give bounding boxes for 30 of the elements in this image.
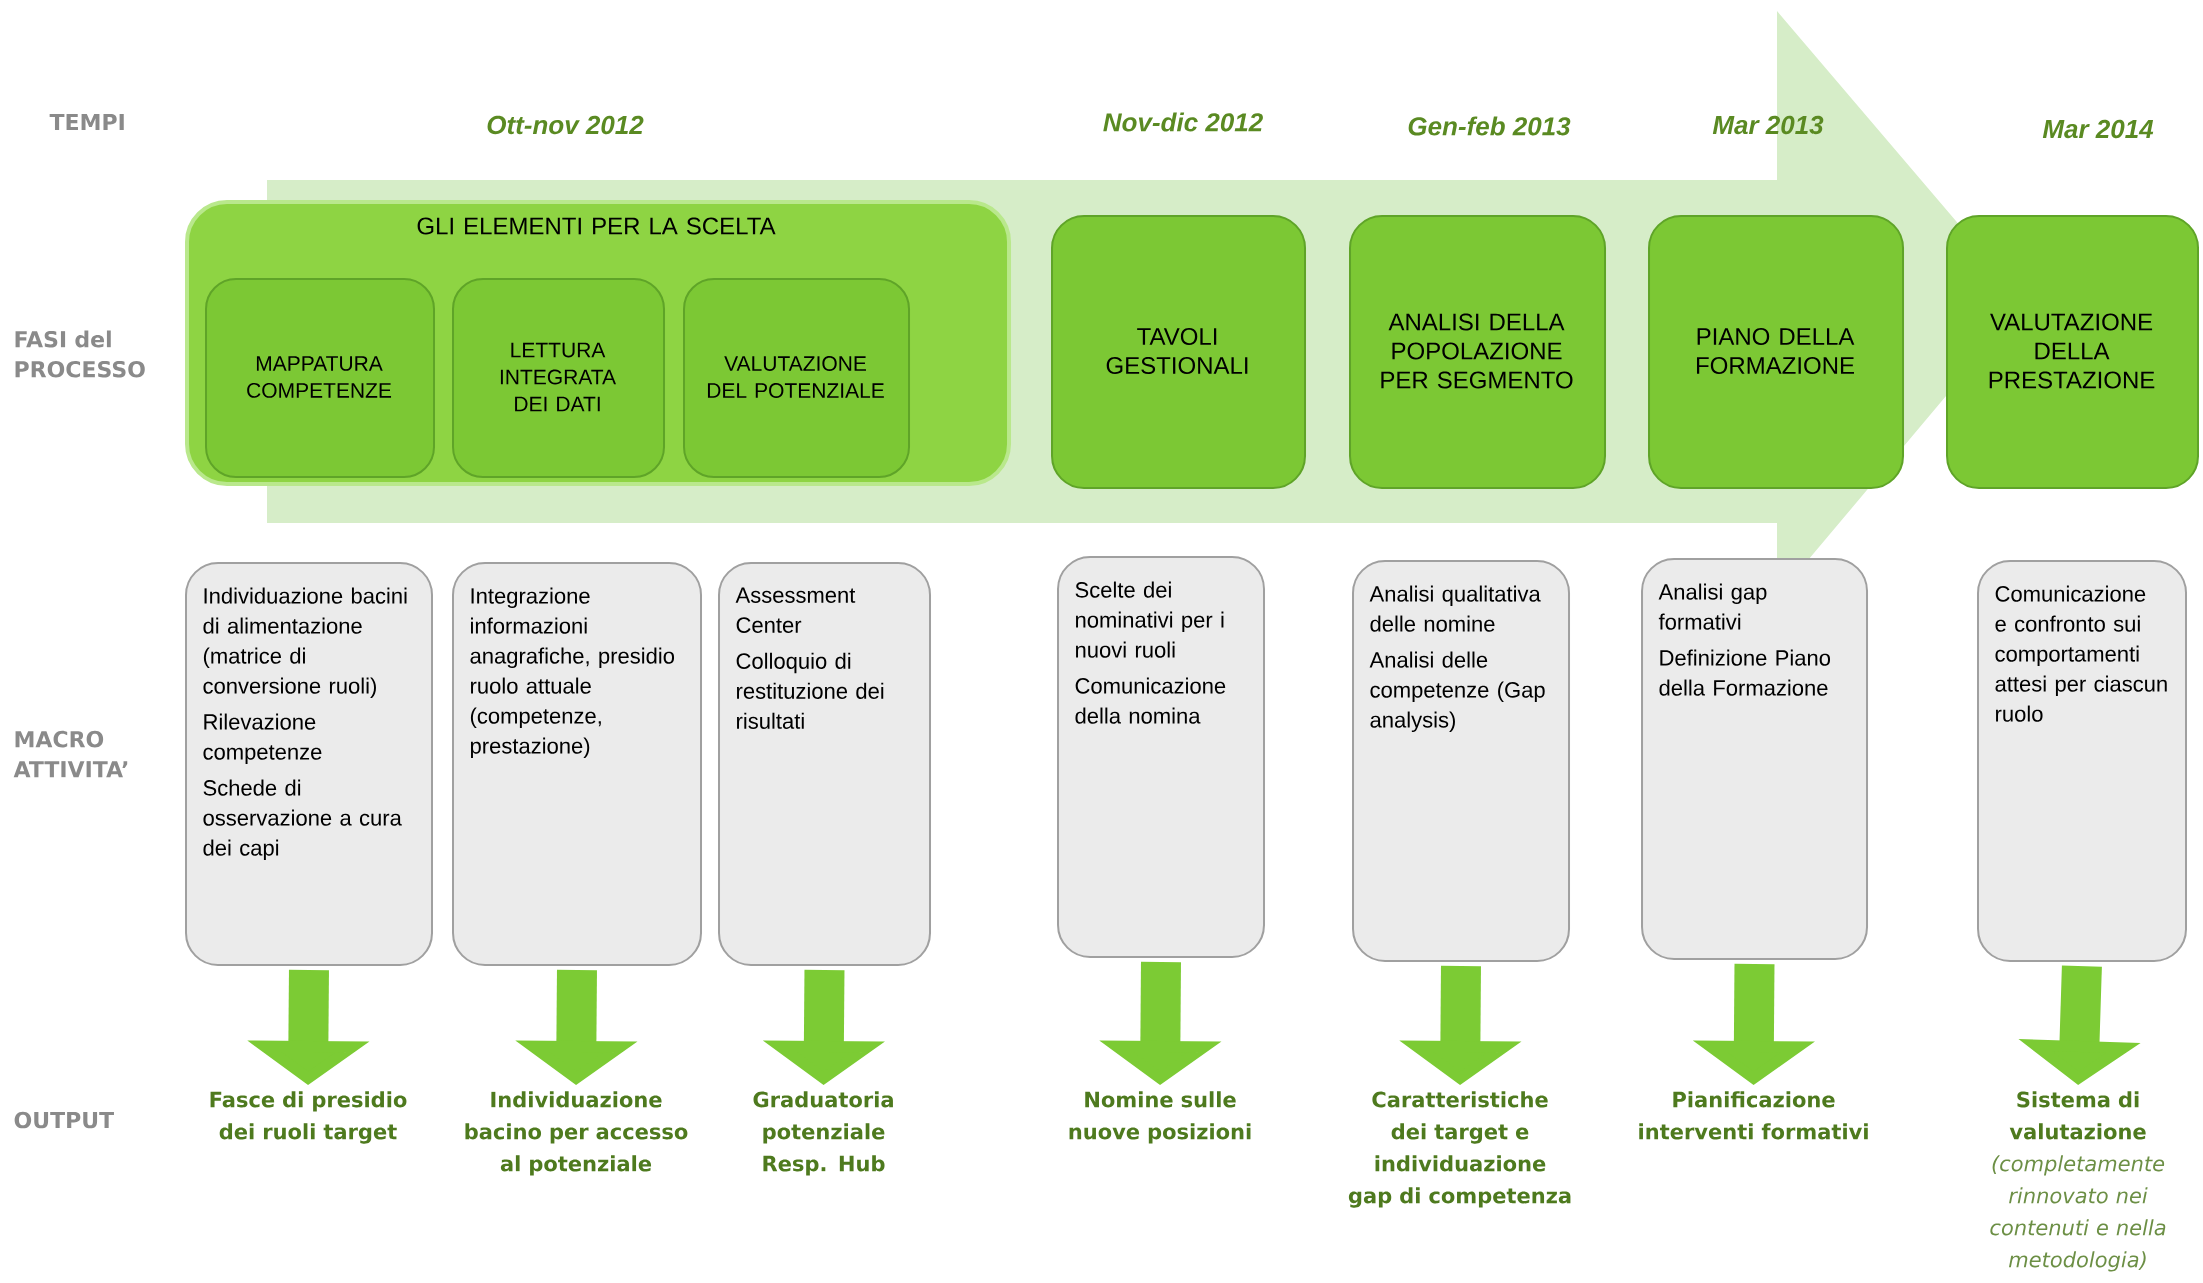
phase-box: LETTURA INTEGRATA DEI DATI <box>452 278 665 478</box>
output-text: Sistema di valutazione (completamente rinnovato nei contenuti e nella metodologia) <box>1990 1091 2166 1272</box>
date-label: Mar 2014 <box>2042 119 2154 139</box>
date-label: Gen-feb 2013 <box>1408 116 1571 136</box>
row-label: MACRO ATTIVITA’ <box>13 730 128 778</box>
output-text: Individuazione bacino per accesso al potenziale <box>465 1091 688 1176</box>
output-text: Fasce di presidio dei ruoli target <box>210 1091 407 1144</box>
activity-box: Analisi qualitativa delle nomine Analisi delle competenze (Gap analysis) <box>1352 560 1570 962</box>
output-text: Graduatoria potenziale Resp. Hub <box>753 1091 893 1176</box>
activity-box: Assessment Center Colloquio di restituzione dei risultati <box>718 562 931 966</box>
activity-box: Scelte dei nominativi per i nuovi ruoli Comunicazione della nomina <box>1057 556 1265 958</box>
phase-box: VALUTAZIONE DELLA PRESTAZIONE <box>1946 215 2200 489</box>
activity-box: Integrazione informazioni anagrafiche, presidio ruolo attuale (competenze, prestazione) <box>452 562 702 966</box>
row-label: TEMPI <box>49 114 124 130</box>
row-label: FASI del PROCESSO <box>15 330 145 378</box>
date-label: Ott-nov 2012 <box>487 115 644 135</box>
phase-box: ANALISI DELLA POPOLAZIONE PER SEGMENTO <box>1349 215 1606 489</box>
phase-box: PIANO DELLA FORMAZIONE <box>1648 215 1904 489</box>
date-label: Mar 2013 <box>1712 115 1824 135</box>
output-text: Nomine sulle nuove posizioni <box>1069 1091 1251 1144</box>
row-label: OUTPUT <box>14 1111 114 1129</box>
output-text: Caratteristiche dei target e individuazione gap di competenza <box>1348 1091 1571 1208</box>
activity-box: Individuazione bacini di alimentazione (matrice di conversione ruoli) Rilevazione competenze Schede di osservazione a cura dei capi <box>185 562 433 966</box>
activity-box: Analisi gap formativi Definizione Piano della Formazione <box>1641 558 1868 960</box>
date-label: Nov-dic 2012 <box>1103 112 1263 132</box>
phase-box: TAVOLI GESTIONALI <box>1051 215 1306 489</box>
activity-box: Comunicazione e confronto sui comportamenti attesi per ciascun ruolo <box>1977 560 2187 962</box>
phase-box: MAPPATURA COMPETENZE <box>205 278 435 478</box>
output-text: Pianificazione interventi formativi <box>1639 1091 1868 1140</box>
phase-box: VALUTAZIONE DEL POTENZIALE <box>683 278 910 478</box>
